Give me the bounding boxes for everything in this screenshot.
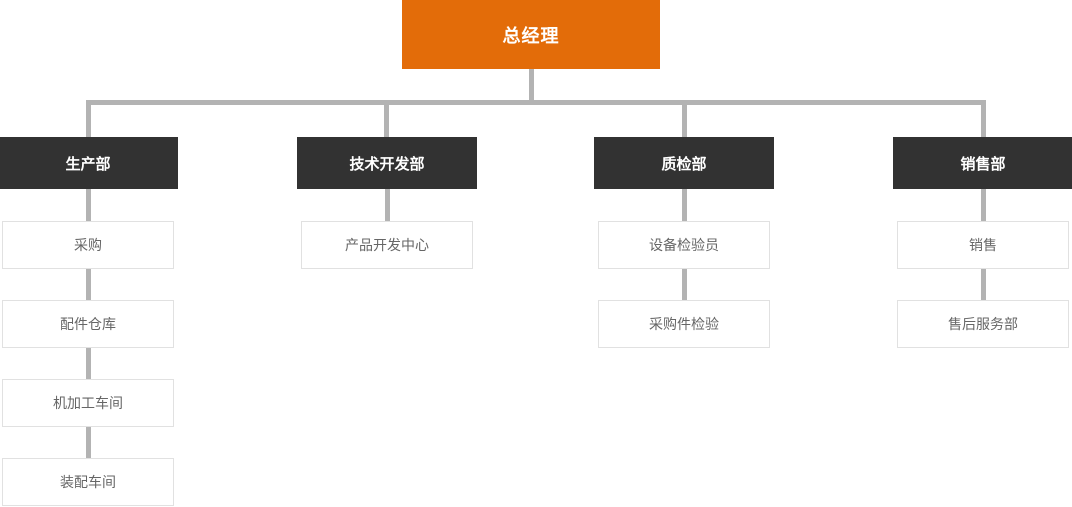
connector-vertical bbox=[681, 269, 687, 300]
sub-node-product-dev-center: 产品开发中心 bbox=[301, 221, 473, 269]
dept-node-sales: 销售部 bbox=[893, 137, 1072, 189]
connector-vertical bbox=[980, 269, 986, 300]
root-node-general-manager: 总经理 bbox=[402, 0, 660, 69]
sub-node-machining-workshop: 机加工车间 bbox=[2, 379, 174, 427]
dept-node-quality: 质检部 bbox=[594, 137, 774, 189]
connector-vertical bbox=[85, 427, 91, 458]
sub-node-purchased-parts-inspection: 采购件检验 bbox=[598, 300, 770, 348]
connector-vertical bbox=[980, 189, 986, 221]
sub-node-purchasing: 采购 bbox=[2, 221, 174, 269]
sub-node-equipment-inspector: 设备检验员 bbox=[598, 221, 770, 269]
sub-node-parts-warehouse: 配件仓库 bbox=[2, 300, 174, 348]
connector-vertical bbox=[85, 269, 91, 300]
connector-stub-production bbox=[86, 100, 91, 137]
connector-stub-sales bbox=[981, 100, 986, 137]
column-tech-dev: 技术开发部 产品开发中心 bbox=[297, 137, 477, 269]
column-production: 生产部 采购 配件仓库 机加工车间 装配车间 bbox=[0, 137, 178, 506]
connector-stub-quality bbox=[682, 100, 687, 137]
connector-horizontal-line bbox=[86, 100, 986, 105]
connector-stub-tech-dev bbox=[384, 100, 389, 137]
connector-vertical bbox=[85, 189, 91, 221]
connector-vertical bbox=[384, 189, 390, 221]
sub-node-sales: 销售 bbox=[897, 221, 1069, 269]
connector-vertical bbox=[85, 348, 91, 379]
sub-node-after-sales-service: 售后服务部 bbox=[897, 300, 1069, 348]
dept-node-tech-dev: 技术开发部 bbox=[297, 137, 477, 189]
connector-vertical bbox=[681, 189, 687, 221]
dept-node-production: 生产部 bbox=[0, 137, 178, 189]
connector-root-stub bbox=[529, 69, 534, 105]
column-sales: 销售部 销售 售后服务部 bbox=[893, 137, 1072, 348]
sub-node-assembly-workshop: 装配车间 bbox=[2, 458, 174, 506]
column-quality: 质检部 设备检验员 采购件检验 bbox=[594, 137, 774, 348]
